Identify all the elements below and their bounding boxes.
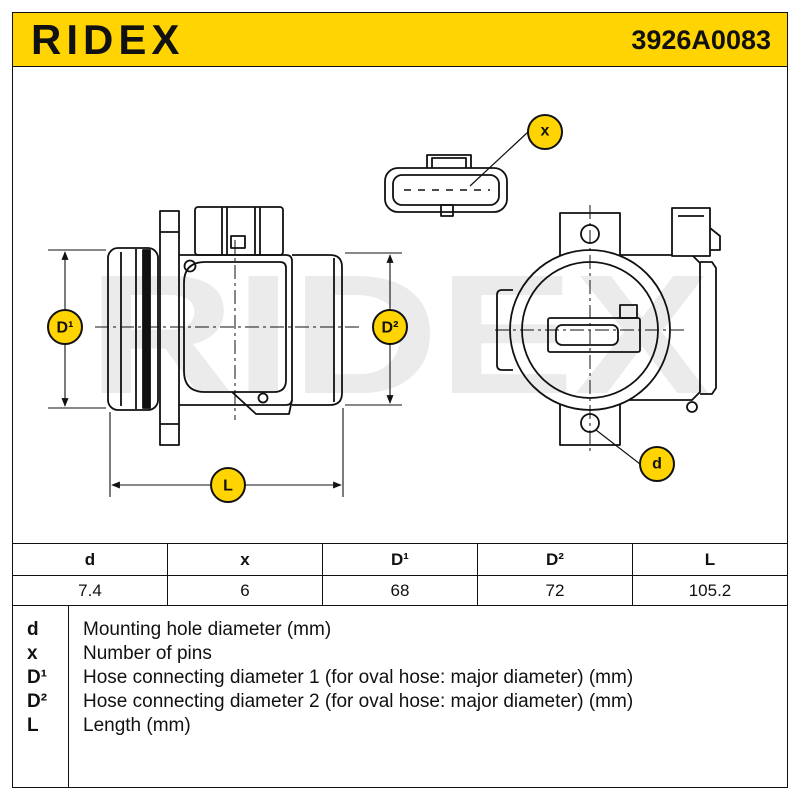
front-connector [671, 207, 721, 257]
callout-D2-label: D² [382, 320, 399, 337]
legend-symbol: L [27, 715, 39, 736]
callout-x: x [527, 114, 563, 150]
legend-description: Length (mm) [83, 715, 191, 736]
outlet-tube [292, 254, 343, 406]
legend: d Mounting hole diameter (mm) x Number o… [12, 606, 788, 788]
legend-row-d: d Mounting hole diameter (mm) [12, 618, 788, 642]
legend-description: Number of pins [83, 643, 212, 664]
callout-D1: D¹ [47, 309, 83, 345]
spec-header-x: x [167, 543, 323, 576]
front-centerlines [495, 205, 688, 455]
mounting-plate [159, 210, 180, 446]
part-number: 3926A0083 [631, 25, 771, 55]
spec-header-L: L [632, 543, 788, 576]
legend-description: Hose connecting diameter 1 (for oval hos… [83, 667, 634, 688]
legend-row-D1: D¹ Hose connecting diameter 1 (for oval … [12, 666, 788, 690]
legend-row-D2: D² Hose connecting diameter 2 (for oval … [12, 690, 788, 714]
callout-d: d [639, 446, 675, 482]
spec-header-row: d x D¹ D² L [12, 543, 788, 576]
legend-divider [68, 606, 69, 788]
header-bar: RIDEX 3926A0083 [12, 12, 788, 67]
spec-value-d: 7.4 [12, 575, 168, 606]
side-centerlines [95, 240, 360, 420]
callout-d-label: d [652, 456, 662, 473]
legend-symbol: D¹ [27, 667, 48, 688]
callout-D1-label: D¹ [57, 320, 74, 337]
callout-x-label: x [541, 123, 550, 140]
spec-value-x: 6 [167, 575, 323, 606]
legend-symbol: D² [27, 691, 48, 712]
spec-header-D2: D² [477, 543, 633, 576]
spec-value-D1: 68 [322, 575, 478, 606]
spec-header-d: d [12, 543, 168, 576]
callout-L-label: L [223, 478, 233, 495]
legend-description: Mounting hole diameter (mm) [83, 619, 332, 640]
front-view [495, 205, 721, 455]
legend-symbol: d [27, 619, 39, 640]
sensor-body [179, 254, 293, 415]
spec-table: d x D¹ D² L 7.4 6 68 72 105.2 [12, 543, 788, 606]
spec-value-L: 105.2 [632, 575, 788, 606]
technical-drawing: RIDEX [47, 114, 721, 503]
side-view [95, 206, 360, 446]
spec-value-D2: 72 [477, 575, 633, 606]
legend-row-x: x Number of pins [12, 642, 788, 666]
legend-row-L: L Length (mm) [12, 714, 788, 738]
side-connector [194, 206, 284, 256]
legend-description: Hose connecting diameter 2 (for oval hos… [83, 691, 634, 712]
callout-D2: D² [372, 309, 408, 345]
brand-logo: RIDEX [31, 16, 185, 63]
connector-detail [384, 154, 508, 217]
callout-L: L [210, 467, 246, 503]
front-sensor-slot [547, 304, 641, 353]
spec-value-row: 7.4 6 68 72 105.2 [12, 575, 788, 606]
leader-d [595, 429, 641, 465]
legend-symbol: x [27, 643, 38, 664]
inlet-hose-flange [107, 247, 159, 411]
legend-rows: d Mounting hole diameter (mm) x Number o… [12, 618, 788, 738]
leader-x [469, 131, 529, 187]
spec-header-D1: D¹ [322, 543, 478, 576]
